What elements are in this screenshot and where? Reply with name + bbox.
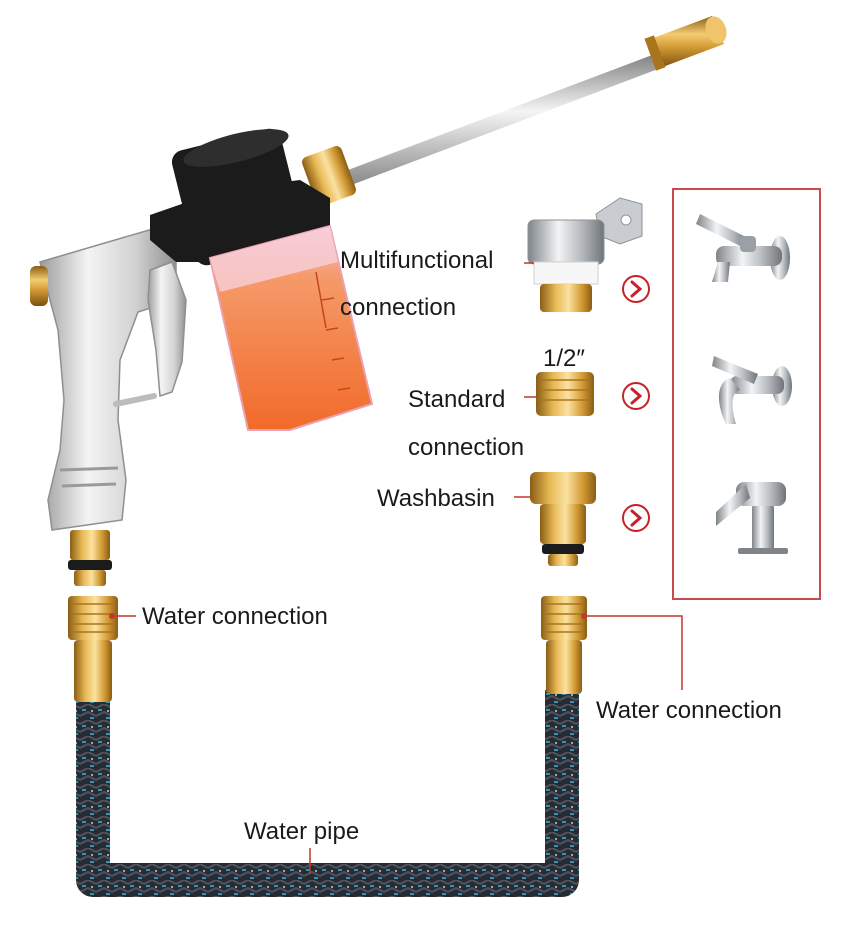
label-water-connection-right: Water connection <box>596 697 782 724</box>
label-half-inch: 1/2″ <box>543 345 585 372</box>
hose <box>76 690 579 897</box>
gun-handle <box>30 227 187 531</box>
wall-tap-icon <box>696 214 790 282</box>
foam-bottle <box>208 224 374 431</box>
hose-fitting-right <box>541 596 587 694</box>
callout-dot-right <box>581 613 587 619</box>
spray-gun <box>30 16 727 586</box>
chevron-right-circle-icon <box>622 382 650 410</box>
label-standard: Standard <box>408 386 506 413</box>
label-water-pipe: Water pipe <box>244 818 360 845</box>
label-washbasin: Washbasin <box>377 485 495 512</box>
chevron-right-circle-icon <box>622 504 650 532</box>
gun-quick-connector <box>68 530 112 586</box>
label-standard-connection: connection <box>408 434 525 461</box>
universal-tap-adapter <box>527 197 643 312</box>
hose-fitting-left <box>68 596 118 702</box>
spray-rod <box>348 52 666 184</box>
callout-water-right <box>584 615 683 690</box>
half-inch-brass-coupler <box>536 372 594 416</box>
basin-mixer-icon <box>716 482 788 554</box>
label-multifunctional: Multifunctional <box>340 247 494 274</box>
wall-tap-2-icon <box>712 356 792 424</box>
faucet-frame <box>672 188 821 600</box>
label-multifunctional-connection: connection <box>340 294 457 321</box>
quick-connector <box>530 472 596 566</box>
chevron-right-circle-icon <box>622 275 650 303</box>
callout-lines <box>112 262 683 874</box>
label-water-connection-left: Water connection <box>142 603 328 630</box>
brass-nozzle <box>644 16 727 71</box>
callout-dot-left <box>109 613 115 619</box>
